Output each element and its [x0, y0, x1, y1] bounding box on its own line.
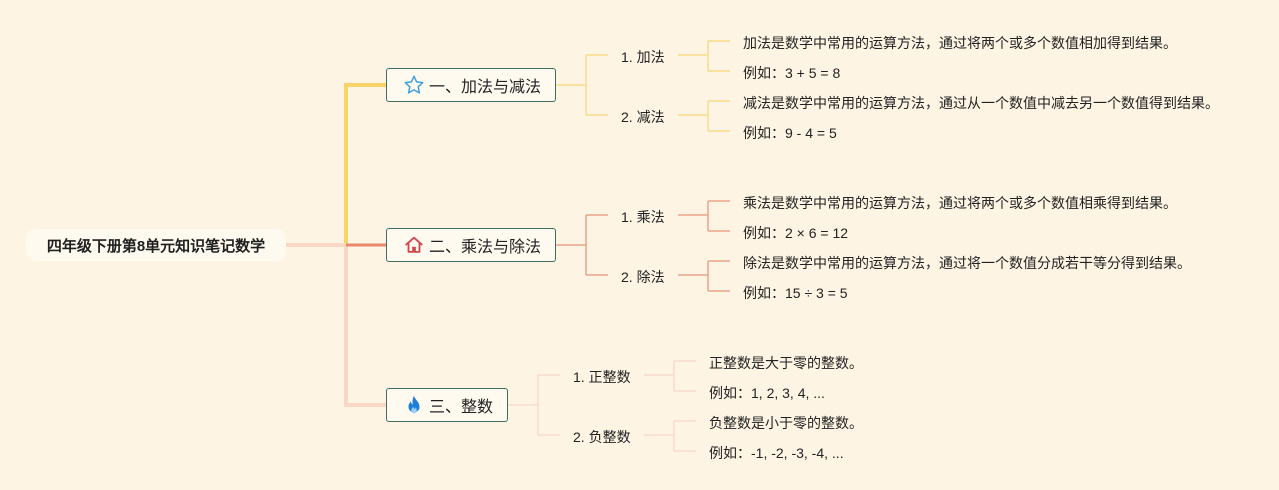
- connector-root-branch1: [286, 83, 386, 247]
- connector-sub3-leaves: [678, 200, 730, 232]
- subtopic-division[interactable]: 2. 除法: [621, 269, 665, 285]
- connector-sub2-leaves: [678, 100, 730, 132]
- subtopic-negative-integers[interactable]: 2. 负整数: [573, 429, 631, 445]
- connector-branch2-subs: [556, 214, 608, 276]
- connector-sub6-leaves: [644, 420, 696, 452]
- subtopic-multiplication[interactable]: 1. 乘法: [621, 209, 665, 225]
- branch-addition-subtraction[interactable]: 一、加法与减法: [386, 68, 556, 102]
- detail-negative-definition[interactable]: 负整数是小于零的整数。: [709, 415, 863, 431]
- connector-sub1-leaves: [678, 40, 730, 72]
- detail-subtraction-example[interactable]: 例如：9 - 4 = 5: [743, 125, 837, 141]
- detail-subtraction-definition[interactable]: 减法是数学中常用的运算方法，通过从一个数值中减去另一个数值得到结果。: [743, 95, 1219, 111]
- branch-multiplication-division[interactable]: 二、乘法与除法: [386, 228, 556, 262]
- subtopic-subtraction[interactable]: 2. 减法: [621, 109, 665, 125]
- detail-division-example[interactable]: 例如：15 ÷ 3 = 5: [743, 285, 848, 301]
- root-topic[interactable]: 四年级下册第8单元知识笔记数学: [26, 229, 286, 261]
- detail-multiplication-definition[interactable]: 乘法是数学中常用的运算方法，通过将两个或多个数值相乘得到结果。: [743, 195, 1177, 211]
- star-icon: [403, 74, 425, 96]
- branch-label: 三、整数: [429, 399, 494, 416]
- house-icon: [403, 234, 425, 256]
- subtopic-addition[interactable]: 1. 加法: [621, 49, 665, 65]
- detail-addition-example[interactable]: 例如：3 + 5 = 8: [743, 65, 841, 81]
- branch-label: 二、乘法与除法: [429, 239, 542, 256]
- connector-sub5-leaves: [644, 360, 696, 392]
- detail-multiplication-example[interactable]: 例如：2 × 6 = 12: [743, 225, 849, 241]
- connector-branch1-subs: [556, 54, 608, 116]
- detail-negative-example[interactable]: 例如：-1, -2, -3, -4, ...: [709, 445, 844, 461]
- connector-sub4-leaves: [678, 260, 730, 292]
- connector-root-branch3: [286, 243, 386, 407]
- detail-positive-example[interactable]: 例如：1, 2, 3, 4, ...: [709, 385, 825, 401]
- detail-addition-definition[interactable]: 加法是数学中常用的运算方法，通过将两个或多个数值相加得到结果。: [743, 35, 1177, 51]
- detail-division-definition[interactable]: 除法是数学中常用的运算方法，通过将一个数值分成若干等分得到结果。: [743, 255, 1191, 271]
- detail-positive-definition[interactable]: 正整数是大于零的整数。: [709, 355, 863, 371]
- flame-icon: [403, 394, 425, 416]
- branch-label: 一、加法与减法: [429, 79, 542, 96]
- subtopic-positive-integers[interactable]: 1. 正整数: [573, 369, 631, 385]
- branch-integers[interactable]: 三、整数: [386, 388, 508, 422]
- connector-branch3-subs: [508, 374, 560, 436]
